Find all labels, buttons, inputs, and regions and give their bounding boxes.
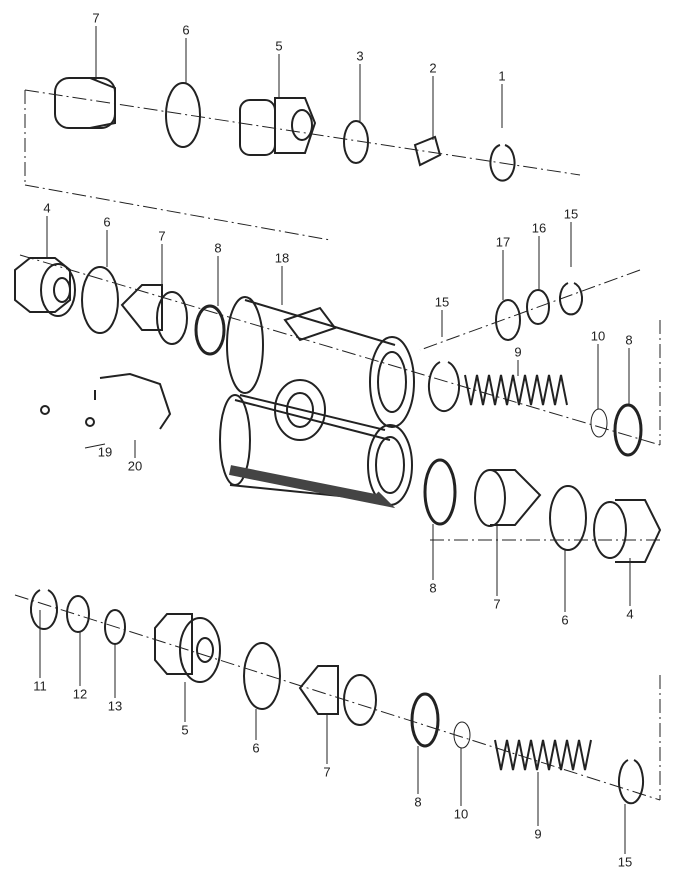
part-16 [526,289,550,325]
part-6-lower [549,485,587,551]
part-number-label: 9 [534,826,542,842]
part-number-label: 15 [563,206,579,222]
leader-lines [39,26,631,854]
part-8-middle [194,304,226,356]
part-number-label: 10 [590,328,606,344]
part-number-label: 3 [356,48,364,64]
part-18-housing [219,296,415,509]
part-number-label: 11 [33,678,47,694]
part-4-middle [14,257,76,317]
part-15-upper [559,282,583,316]
part-12 [66,595,90,633]
part-number-label: 16 [531,220,547,236]
part-number-label: 7 [158,228,166,244]
part-3-top [343,120,369,164]
part-number-label: 6 [561,612,569,628]
part-4-lower [593,499,662,563]
part-6-middle [81,266,119,334]
part-7-bottom [298,665,377,726]
part-number-label: 7 [92,10,100,26]
part-10-middle [590,408,608,438]
part-number-label: 10 [453,806,469,822]
part-number-label: 15 [434,294,450,310]
part-number-label: 15 [617,854,633,870]
part-20-plate [94,372,172,430]
part-19-screws [40,405,95,427]
part-number-label: 8 [214,240,222,256]
part-2-top [413,135,442,167]
part-number-label: 7 [493,596,501,612]
part-number-label: 4 [43,200,51,216]
part-8-middle-right [613,403,643,457]
part-number-label: 7 [323,764,331,780]
part-number-label: 6 [182,22,190,38]
part-10-bottom [453,721,471,749]
part-number-label: 20 [127,458,143,474]
part-11 [30,589,58,630]
part-6-top [165,82,201,148]
part-6-bottom [243,642,281,710]
part-15-middle [428,361,460,413]
part-number-label: 17 [495,234,511,250]
part-7-middle [120,284,188,345]
part-number-label: 13 [107,698,123,714]
part-15-bottom [618,759,644,805]
part-number-label: 6 [252,740,260,756]
part-17 [495,299,521,341]
part-5-bottom [154,613,221,683]
part-9-spring-bottom [494,739,592,771]
part-number-label: 8 [625,332,633,348]
part-7-lower [474,469,542,527]
part-number-label: 8 [429,580,437,596]
part-7-top [54,77,116,129]
part-5-top [239,97,317,156]
part-number-label: 19 [97,444,113,460]
part-number-label: 5 [275,38,283,54]
part-number-label: 5 [181,722,189,738]
part-8-bottom [410,692,440,748]
part-8-lower [423,458,457,526]
part-number-label: 6 [103,214,111,230]
part-number-label: 1 [498,68,506,84]
part-number-label: 4 [626,606,634,622]
part-number-label: 12 [72,686,88,702]
part-number-label: 9 [514,344,522,360]
part-number-label: 8 [414,794,422,810]
part-number-label: 18 [274,250,290,266]
leader-line [84,443,106,449]
part-1-top [489,144,516,182]
part-number-label: 2 [429,60,437,76]
part-9-spring [464,374,568,406]
